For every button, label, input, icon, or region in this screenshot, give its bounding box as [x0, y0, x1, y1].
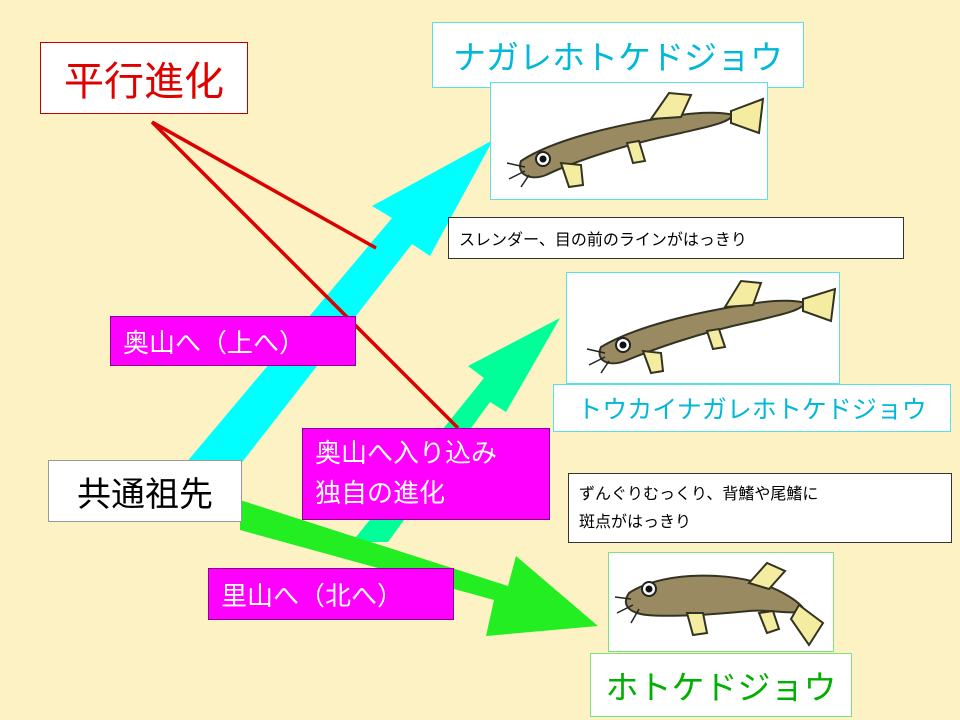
branch-label-lower: 里山へ（北へ）: [208, 568, 454, 620]
title-box: 平行進化: [40, 42, 248, 114]
ancestor-box: 共通祖先: [48, 460, 242, 522]
branch-label-middle-line2: 独自の進化: [315, 479, 446, 509]
page-title: 平行進化: [64, 59, 224, 105]
species-label-tokai: トウカイナガレホトケドジョウ: [553, 384, 951, 432]
fish-image-tokai: [566, 272, 840, 384]
species-label-nagare: ナガレホトケドジョウ: [432, 22, 804, 88]
red-line-lower: [150, 120, 460, 430]
fish-illustration: [586, 279, 837, 375]
fish-image-nagare: [490, 82, 768, 200]
note-stout-line2: 斑点がはっきり: [579, 512, 692, 531]
red-line-upper: [151, 120, 377, 250]
species-label-hotoke: ホトケドジョウ: [590, 653, 852, 717]
branch-label-upper: 奥山へ（上へ）: [110, 316, 356, 366]
fish-illustration: [506, 91, 765, 189]
fish-illustration: [614, 561, 825, 647]
branch-label-middle: 奥山へ入り込み 独自の進化: [302, 428, 550, 520]
fish-image-hotoke: [608, 552, 834, 652]
note-slender: スレンダー、目の前のラインがはっきり: [448, 217, 904, 259]
branch-label-middle-line1: 奥山へ入り込み: [315, 439, 498, 469]
note-stout: ずんぐりむっくり、背鰭や尾鰭に 斑点がはっきり: [568, 473, 952, 543]
note-stout-line1: ずんぐりむっくり、背鰭や尾鰭に: [579, 484, 819, 503]
